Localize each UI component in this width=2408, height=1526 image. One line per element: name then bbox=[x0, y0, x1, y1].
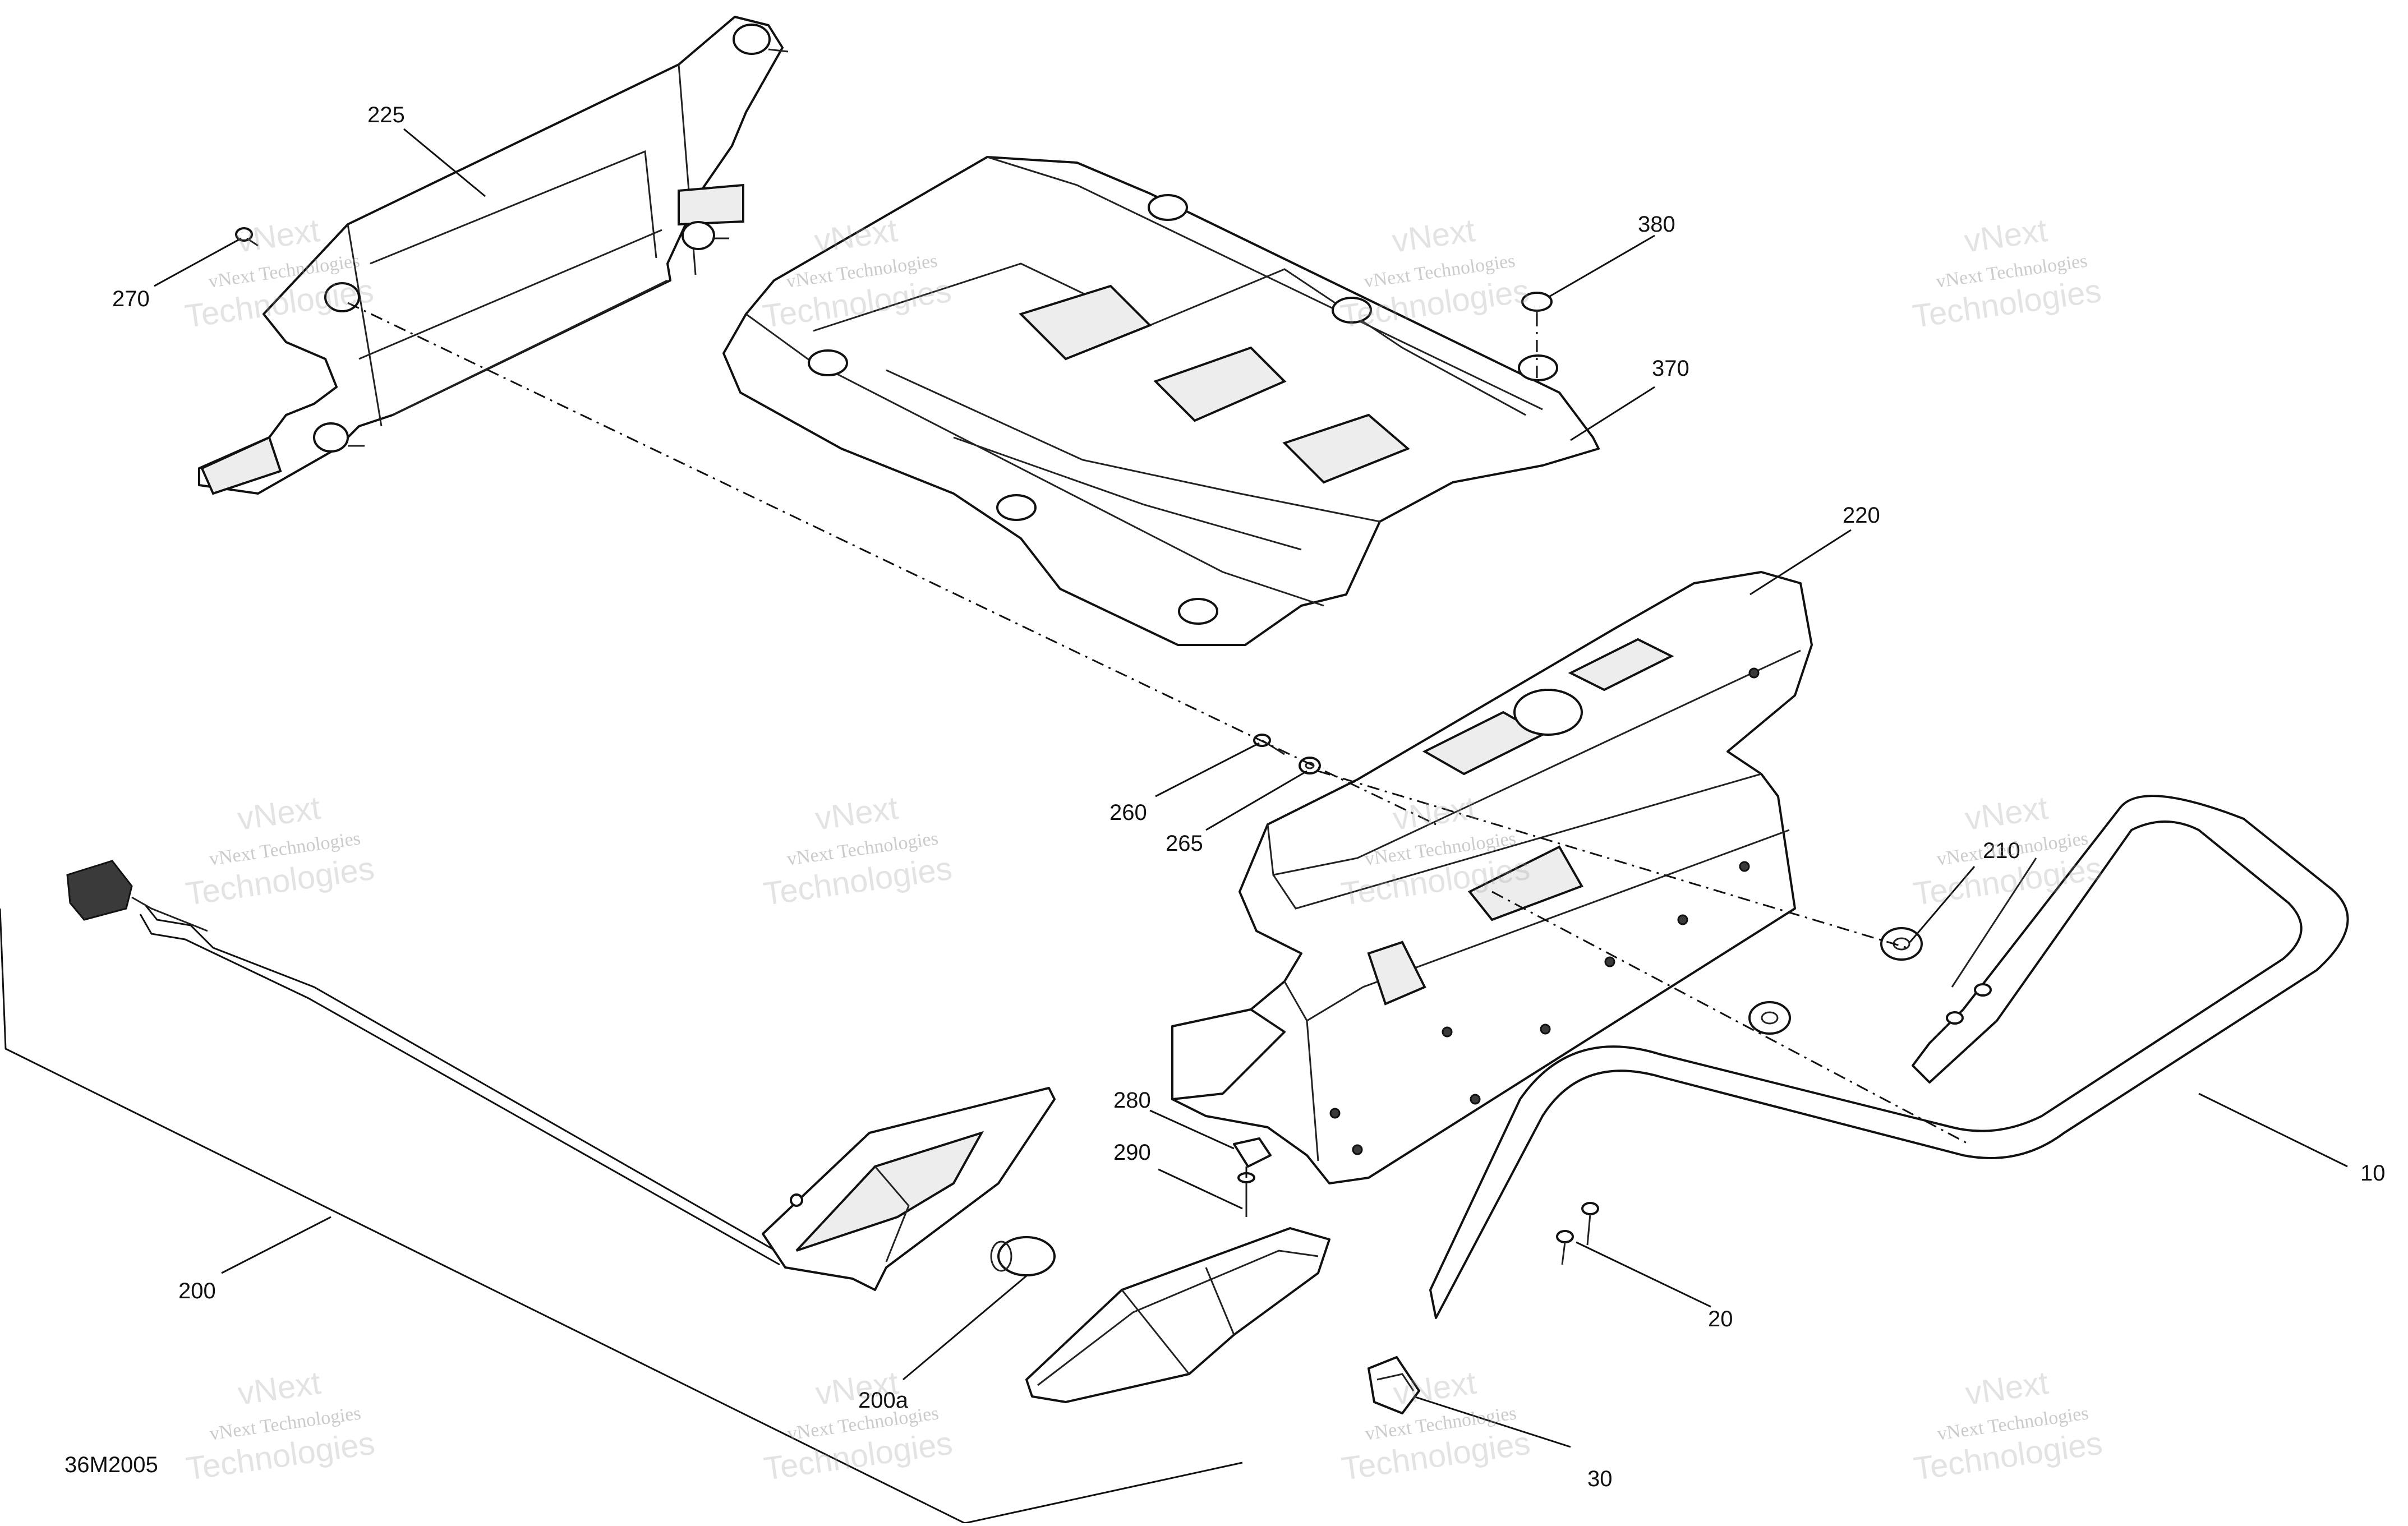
figure-id: 36M2005 bbox=[65, 1453, 158, 1477]
watermark-block-11: vNext vNext Technologies Technologies bbox=[1339, 1364, 1532, 1487]
callout-370: 370 bbox=[1652, 356, 1689, 381]
callout-20: 20 bbox=[1708, 1307, 1733, 1331]
part-260-bolt bbox=[1253, 734, 1285, 755]
watermark-block-3: vNext vNext Technologies Technologies bbox=[1338, 212, 1531, 335]
part-370-cover-plate bbox=[722, 156, 1600, 646]
leader-lines bbox=[154, 128, 2348, 1448]
part-20-screw bbox=[1556, 1202, 1599, 1265]
callout-265: 265 bbox=[1166, 831, 1203, 856]
watermark-block-5: vNext vNext Technologies Technologies bbox=[183, 790, 376, 912]
callout-200: 200 bbox=[178, 1279, 216, 1303]
callout-270: 270 bbox=[112, 287, 150, 311]
part-225-rear-bracket bbox=[198, 16, 789, 495]
callout-290: 290 bbox=[1113, 1140, 1151, 1165]
watermark-vnext: vNext bbox=[1390, 212, 1477, 260]
watermark-block-9: vNext vNext Technologies Technologies bbox=[184, 1364, 377, 1487]
watermark-block-6: vNext vNext Technologies Technologies bbox=[761, 790, 954, 912]
part-200a-lens bbox=[1025, 1227, 1330, 1403]
watermark-vnext: vNext bbox=[813, 790, 900, 837]
watermark-vnext: vNext bbox=[1963, 1364, 2051, 1412]
watermark-vnext: vNext bbox=[234, 212, 322, 260]
callout-225: 225 bbox=[367, 103, 405, 127]
callout-210: 210 bbox=[1983, 838, 2020, 863]
part-210-grommet bbox=[1748, 927, 1923, 1035]
callout-30: 30 bbox=[1587, 1467, 1613, 1491]
part-200-light-assembly bbox=[762, 1087, 1056, 1291]
part-270-clip bbox=[235, 227, 259, 247]
part-290-screw bbox=[1237, 1172, 1255, 1217]
watermark-block-12: vNext vNext Technologies Technologies bbox=[1912, 1364, 2105, 1487]
callout-220: 220 bbox=[1843, 503, 1880, 528]
callout-260: 260 bbox=[1109, 800, 1147, 825]
part-30-clip bbox=[1368, 1356, 1420, 1414]
callout-10: 10 bbox=[2360, 1161, 2386, 1186]
watermark-vnext: vNext bbox=[236, 1364, 323, 1412]
part-220-light-housing bbox=[1171, 571, 1813, 1184]
watermark-block-10: vNext vNext Technologies Technologies bbox=[762, 1364, 955, 1487]
baseline-lines bbox=[0, 908, 1243, 1524]
watermark-block-4: vNext vNext Technologies Technologies bbox=[1910, 212, 2103, 335]
part-280-nut bbox=[1233, 1137, 1272, 1168]
watermark-vnext: vNext bbox=[1963, 790, 2050, 837]
callout-280: 280 bbox=[1113, 1088, 1151, 1113]
callout-380: 380 bbox=[1638, 212, 1675, 237]
alignment-lines bbox=[347, 302, 1969, 1178]
watermark-vnext: vNext bbox=[235, 790, 323, 837]
callout-labels: 225 270 380 370 220 260 265 210 280 290 … bbox=[65, 103, 2386, 1491]
watermark-vnext: vNext bbox=[1962, 212, 2050, 260]
callout-200a: 200a bbox=[858, 1388, 909, 1413]
part-200-wiring-harness bbox=[66, 860, 786, 1266]
part-10-grab-handle bbox=[1429, 795, 2349, 1319]
